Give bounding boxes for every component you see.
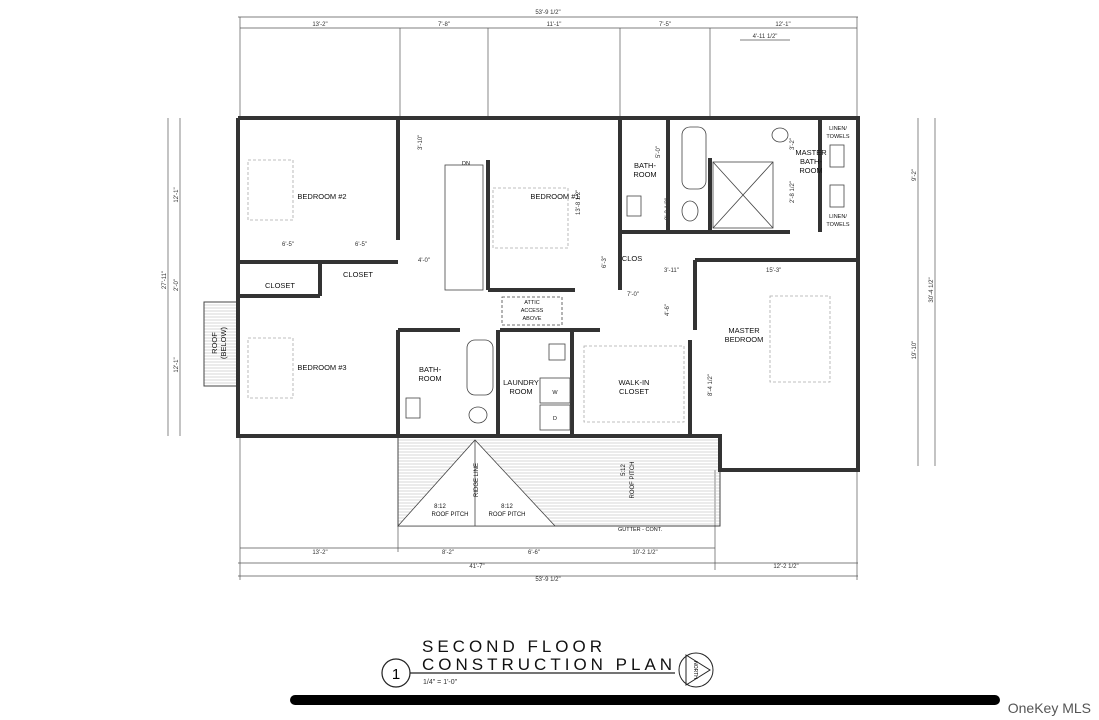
svg-text:12'-1": 12'-1" [775, 22, 790, 28]
svg-text:ROOM: ROOM [799, 166, 822, 175]
svg-text:3'-11": 3'-11" [664, 268, 679, 274]
svg-text:MASTER: MASTER [728, 326, 760, 335]
svg-text:6'-5": 6'-5" [355, 242, 367, 248]
svg-text:8'-4 1/2": 8'-4 1/2" [708, 374, 714, 396]
svg-text:9'-2": 9'-2" [912, 169, 918, 181]
svg-text:ROOF: ROOF [210, 332, 219, 354]
scrollbar[interactable] [290, 695, 1000, 705]
svg-text:5:12: 5:12 [621, 464, 627, 476]
svg-text:GUTTER - CONT.: GUTTER - CONT. [618, 527, 662, 533]
svg-text:41'-7": 41'-7" [469, 564, 484, 570]
svg-text:LAUNDRY: LAUNDRY [503, 378, 539, 387]
svg-text:19'-10": 19'-10" [912, 341, 918, 360]
svg-text:TOWELS: TOWELS [826, 222, 849, 228]
svg-text:ATTIC: ATTIC [524, 300, 540, 306]
svg-text:53'-9 1/2": 53'-9 1/2" [535, 10, 560, 16]
svg-text:W: W [552, 390, 558, 396]
svg-text:6'-5": 6'-5" [282, 242, 294, 248]
svg-text:BATH-: BATH- [800, 157, 822, 166]
svg-text:ROOF PITCH: ROOF PITCH [432, 512, 469, 518]
fixtures [247, 126, 845, 431]
svg-text:7'-0": 7'-0" [627, 292, 639, 298]
north-arrow-icon: NORTH [678, 652, 714, 688]
detail-number: 1 [392, 666, 400, 683]
svg-text:7'-5": 7'-5" [659, 22, 671, 28]
svg-text:12'-1": 12'-1" [174, 357, 180, 372]
svg-text:8:12: 8:12 [501, 504, 513, 510]
svg-text:ROOF PITCH: ROOF PITCH [489, 512, 526, 518]
svg-text:(BELOW): (BELOW) [219, 326, 228, 359]
shower [712, 161, 774, 229]
watermark: OneKey MLS [1007, 700, 1091, 716]
svg-text:NORTH: NORTH [692, 661, 698, 679]
svg-text:10'-2 1/2": 10'-2 1/2" [632, 550, 657, 556]
dimension-labels: 53'-9 1/2" 13'-2" 7'-8" 11'-1" 7'-5" 12'… [162, 10, 935, 583]
room-labels: BEDROOM #2 BEDROOM #1 BEDROOM #3 BATH- R… [210, 126, 850, 533]
label-bedroom-3: BEDROOM #3 [297, 363, 346, 372]
svg-text:CLOSET: CLOSET [619, 387, 649, 396]
svg-text:TOWELS: TOWELS [826, 134, 849, 140]
toilet [681, 200, 699, 222]
svg-text:13'-2": 13'-2" [312, 22, 327, 28]
svg-text:8:12: 8:12 [434, 504, 446, 510]
label-bedroom-1: BEDROOM #1 [530, 192, 579, 201]
svg-text:2'-0": 2'-0" [174, 279, 180, 291]
svg-text:11'-1": 11'-1" [547, 22, 562, 28]
svg-text:53'-9 1/2": 53'-9 1/2" [535, 577, 560, 583]
svg-text:4'-0": 4'-0" [418, 258, 430, 264]
svg-text:BEDROOM: BEDROOM [725, 335, 764, 344]
svg-text:6'-6": 6'-6" [528, 550, 540, 556]
svg-text:CLOS: CLOS [622, 254, 642, 263]
sink [626, 195, 642, 217]
plan-scale: 1/4" = 1'-0" [423, 679, 458, 686]
svg-text:13'-2": 13'-2" [312, 550, 327, 556]
svg-text:12'-1": 12'-1" [174, 187, 180, 202]
svg-text:ROOF PITCH: ROOF PITCH [630, 462, 636, 499]
svg-text:ROOM: ROOM [418, 374, 441, 383]
svg-text:3'-2": 3'-2" [790, 138, 796, 150]
svg-text:DN: DN [462, 161, 470, 167]
svg-text:15'-3": 15'-3" [766, 268, 781, 274]
label-bedroom-2: BEDROOM #2 [297, 192, 346, 201]
porch-roof [203, 301, 721, 527]
svg-text:D: D [553, 416, 557, 422]
svg-text:5'-0": 5'-0" [656, 146, 662, 158]
svg-text:ROOM: ROOM [633, 170, 656, 179]
svg-text:BATH-: BATH- [419, 365, 441, 374]
walls [236, 116, 860, 472]
svg-text:RIDGE LINE: RIDGE LINE [474, 463, 480, 497]
bathtub-2 [466, 339, 494, 396]
svg-text:4'-6": 4'-6" [665, 304, 671, 316]
svg-text:BATH-: BATH- [634, 161, 656, 170]
plan-title-line1: SECOND FLOOR [422, 637, 606, 656]
svg-text:12'-2 1/2": 12'-2 1/2" [773, 564, 798, 570]
svg-text:27'-11": 27'-11" [162, 271, 168, 289]
svg-text:7'-8": 7'-8" [438, 22, 450, 28]
dimension-lines [167, 16, 936, 580]
attic-access [501, 296, 563, 326]
svg-text:LINEN/: LINEN/ [829, 126, 847, 132]
svg-text:ROOM: ROOM [509, 387, 532, 396]
svg-text:CLOSET: CLOSET [343, 270, 373, 279]
svg-text:13'-8 1/2": 13'-8 1/2" [576, 190, 582, 215]
roof-below [203, 301, 239, 387]
svg-text:LINEN/: LINEN/ [829, 214, 847, 220]
svg-text:WALK-IN: WALK-IN [619, 378, 650, 387]
svg-text:2'-8 1/2": 2'-8 1/2" [790, 181, 796, 203]
title-block: 1 SECOND FLOOR CONSTRUCTION PLAN 1/4" = … [381, 637, 714, 688]
svg-text:6'-3": 6'-3" [602, 256, 608, 268]
stair [444, 164, 484, 291]
svg-text:CLOSET: CLOSET [265, 281, 295, 290]
svg-text:ACCESS: ACCESS [521, 308, 544, 314]
svg-text:3'-10": 3'-10" [418, 135, 424, 150]
plan-title-line2: CONSTRUCTION PLAN [422, 655, 676, 674]
svg-text:8'-2": 8'-2" [442, 550, 454, 556]
svg-text:MASTER: MASTER [795, 148, 827, 157]
svg-text:30'-4 1/2": 30'-4 1/2" [929, 277, 935, 302]
svg-text:4'-11 1/2": 4'-11 1/2" [753, 34, 778, 40]
bathtub [681, 126, 707, 190]
svg-text:ABOVE: ABOVE [523, 316, 542, 322]
